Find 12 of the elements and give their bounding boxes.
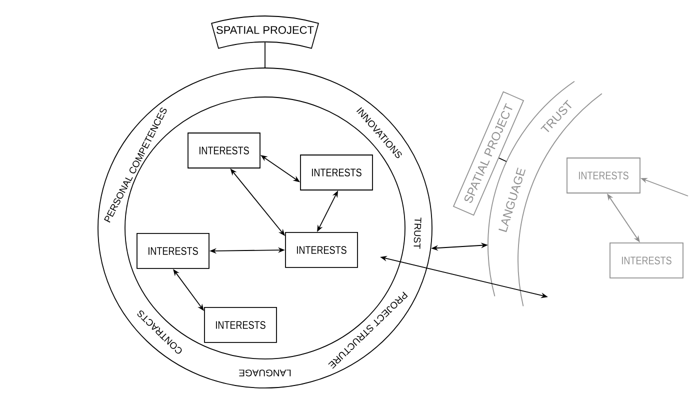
text-box: INTERESTS — [300, 154, 373, 190]
text-box: INTERESTS — [610, 242, 684, 278]
text-box: INTERESTS — [566, 158, 640, 194]
connector-line — [498, 158, 507, 162]
ring-label: LANGUAGE — [239, 370, 291, 376]
connector-line — [264, 42, 266, 68]
text-box: INTERESTS — [136, 233, 210, 269]
text-box: INTERESTS — [285, 232, 358, 268]
ring-label: TRUST — [414, 218, 422, 249]
banner: SPATIAL PROJECT — [211, 16, 319, 49]
text-box: INTERESTS — [204, 307, 277, 343]
text-box: INTERESTS — [188, 132, 260, 168]
